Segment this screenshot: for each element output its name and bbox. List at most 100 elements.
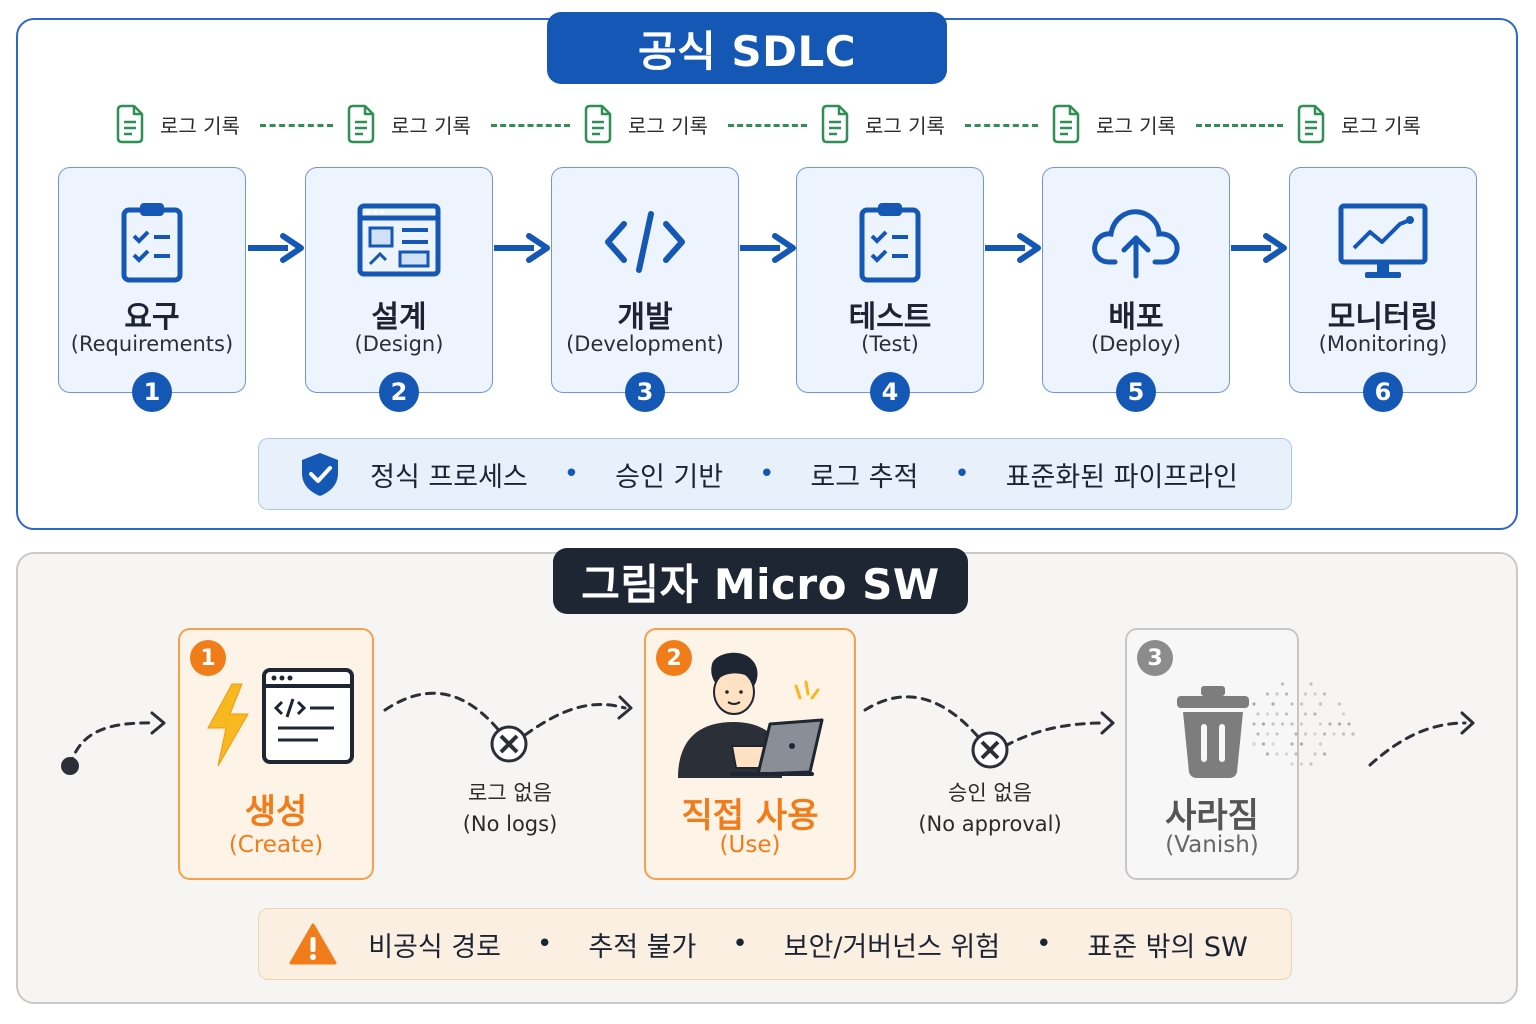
stage-number-badge: 4 bbox=[870, 372, 910, 412]
particle-dot bbox=[1322, 732, 1327, 736]
log-record-item: 로그 기록 bbox=[817, 104, 945, 144]
no-approval-label: 승인 없음 (No approval) bbox=[905, 778, 1075, 840]
document-log-icon bbox=[1297, 104, 1325, 144]
particle-dot bbox=[1294, 752, 1298, 756]
blocked-x-icon bbox=[971, 731, 1009, 769]
use-card: 2 직접 사용 (Use) bbox=[644, 628, 856, 880]
particle-dot bbox=[1290, 722, 1294, 726]
stage-arrows bbox=[248, 233, 1287, 263]
vanish-card: 3 사라짐 (Vanish) bbox=[1125, 628, 1299, 880]
particle-dot bbox=[1271, 742, 1275, 746]
particle-dot bbox=[1265, 732, 1270, 736]
bullet-separator: • bbox=[537, 929, 553, 959]
particle-dot bbox=[1322, 752, 1327, 756]
stage-monitoring: 모니터링 (Monitoring) 6 bbox=[1289, 167, 1477, 412]
particle-dot bbox=[1351, 732, 1355, 736]
stage-development: 개발 (Development) 3 bbox=[551, 167, 739, 412]
formal-trait: 승인 기반 bbox=[615, 461, 724, 493]
shadow-risk: 비공식 경로 bbox=[368, 931, 502, 963]
card-number-badge: 1 bbox=[190, 640, 226, 676]
particle-dot bbox=[1332, 732, 1336, 736]
particle-dot bbox=[1322, 692, 1327, 696]
particle-dot bbox=[1265, 692, 1270, 696]
stage-name: 설계 bbox=[371, 300, 427, 335]
formal-trait: 정식 프로세스 bbox=[370, 461, 528, 493]
shadow-risk: 추적 불가 bbox=[588, 931, 697, 963]
particle-dot bbox=[1318, 702, 1323, 706]
arrow-icon bbox=[248, 233, 304, 263]
gap-label-ko: 로그 없음 bbox=[468, 781, 552, 805]
particle-dot bbox=[1299, 762, 1304, 766]
stage-number-badge: 2 bbox=[379, 372, 419, 412]
stage-number-badge: 1 bbox=[132, 372, 172, 412]
log-record-label: 로그 기록 bbox=[628, 113, 708, 138]
particle-dot bbox=[1275, 732, 1279, 736]
arrow-icon bbox=[494, 233, 550, 263]
particle-dot bbox=[1261, 742, 1266, 746]
start-dot bbox=[61, 757, 79, 775]
stage-subtitle: (Design) bbox=[354, 332, 444, 356]
particle-dot bbox=[1271, 722, 1275, 726]
particle-dot bbox=[1313, 732, 1317, 736]
log-dashed-connector bbox=[965, 124, 1038, 127]
stage-requirements: 요구 (Requirements) 1 bbox=[58, 167, 246, 412]
shadow-risks-bar: 비공식 경로 • 추적 불가 • 보안/거버넌스 위험 • 표준 밖의 SW bbox=[258, 908, 1292, 980]
card-title: 직접 사용 bbox=[681, 796, 819, 836]
card-subtitle: (Use) bbox=[719, 832, 781, 858]
stage-deploy: 배포 (Deploy) 5 bbox=[1042, 167, 1230, 412]
particle-dot bbox=[1303, 712, 1308, 716]
log-record-label: 로그 기록 bbox=[391, 113, 471, 138]
particle-dot bbox=[1309, 762, 1313, 766]
particle-dot bbox=[1290, 742, 1294, 746]
gap-label-en: (No logs) bbox=[462, 812, 558, 836]
particle-dot bbox=[1256, 732, 1260, 736]
document-log-icon bbox=[347, 104, 375, 144]
particle-dot bbox=[1328, 722, 1332, 726]
particle-dot bbox=[1265, 712, 1270, 716]
clipboard-check-icon bbox=[859, 203, 921, 283]
particle-dot bbox=[1256, 712, 1260, 716]
shadow-risk: 표준 밖의 SW bbox=[1087, 931, 1248, 963]
log-record-label: 로그 기록 bbox=[1341, 113, 1421, 138]
particle-dot bbox=[1341, 712, 1346, 716]
particle-dot bbox=[1290, 762, 1294, 766]
log-record-item: 로그 기록 bbox=[580, 104, 708, 144]
shadow-flow-path bbox=[61, 691, 1475, 775]
particle-dot bbox=[1252, 702, 1256, 706]
stage-name: 테스트 bbox=[848, 300, 932, 335]
formal-trait: 로그 추적 bbox=[810, 461, 919, 493]
card-subtitle: (Create) bbox=[228, 832, 324, 858]
stage-number-badge: 5 bbox=[1116, 372, 1156, 412]
log-dashed-connector bbox=[1196, 124, 1283, 127]
shadow-micro-sw-title: 그림자 Micro SW bbox=[553, 548, 968, 614]
particle-dot bbox=[1318, 722, 1323, 726]
particle-dot bbox=[1252, 742, 1256, 746]
create-card: 1 생성 (Create) bbox=[178, 628, 374, 880]
cloud-upload-icon bbox=[1092, 209, 1180, 279]
log-record-item: 로그 기록 bbox=[1048, 104, 1176, 144]
stage-design: 설계 (Design) 2 bbox=[305, 167, 493, 412]
card-title: 사라짐 bbox=[1165, 796, 1259, 836]
particle-dot bbox=[1313, 712, 1317, 716]
particle-dot bbox=[1290, 702, 1294, 706]
particle-dot bbox=[1284, 752, 1289, 756]
card-number-badge: 3 bbox=[1137, 640, 1173, 676]
shadow-risk: 보안/거버넌스 위험 bbox=[783, 931, 1001, 963]
arrowhead-icon bbox=[1100, 711, 1115, 735]
particle-dot bbox=[1313, 692, 1317, 696]
particle-dot bbox=[1303, 692, 1308, 696]
stage-number-badge: 6 bbox=[1363, 372, 1403, 412]
code-brackets-icon bbox=[605, 211, 685, 273]
stage-subtitle: (Development) bbox=[566, 332, 724, 356]
bullet-separator: • bbox=[954, 459, 970, 489]
document-log-icon bbox=[821, 104, 849, 144]
particle-dot bbox=[1303, 732, 1308, 736]
design-window-icon bbox=[357, 203, 441, 277]
gap-label-ko: 승인 없음 bbox=[948, 781, 1032, 805]
stage-subtitle: (Deploy) bbox=[1091, 332, 1181, 356]
stage-test: 테스트 (Test) 4 bbox=[796, 167, 984, 412]
particle-dot bbox=[1271, 702, 1275, 706]
arrowhead-icon bbox=[617, 695, 633, 720]
document-log-icon bbox=[1052, 104, 1080, 144]
log-record-label: 로그 기록 bbox=[1096, 113, 1176, 138]
